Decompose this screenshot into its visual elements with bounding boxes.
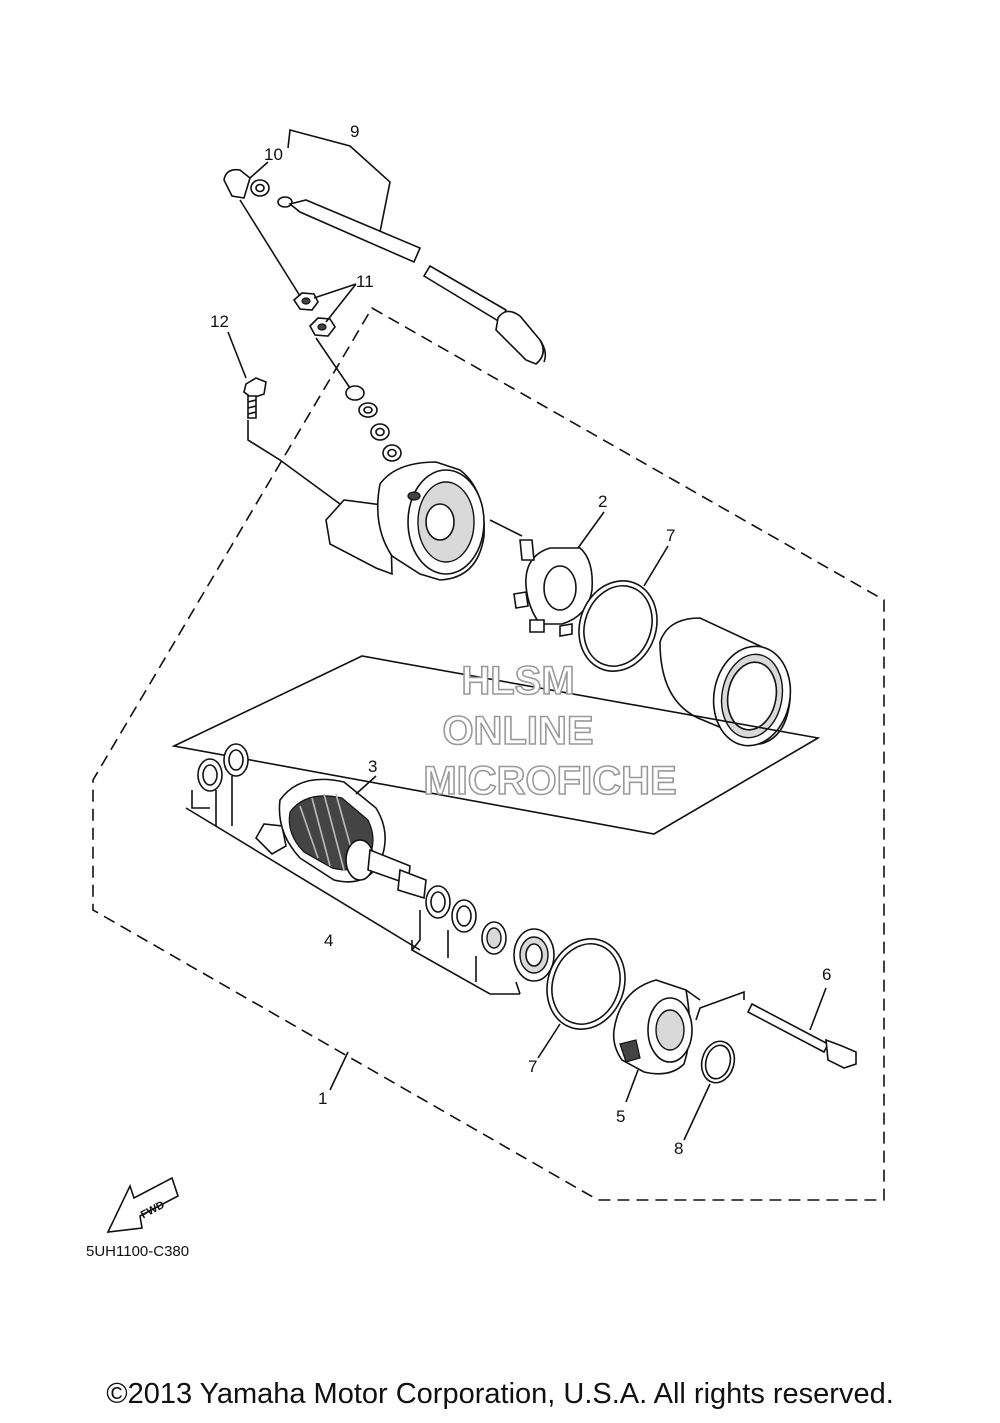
nuts [292, 292, 336, 337]
leader-2 [577, 511, 605, 549]
bolt-12 [243, 377, 267, 419]
leader-6 [809, 987, 827, 1031]
o-ring-lower [546, 938, 626, 1030]
callout-6: 6 [822, 965, 831, 984]
callout-8: 8 [674, 1139, 683, 1158]
brush-holder [513, 539, 594, 637]
callout-7-upper: 7 [666, 526, 675, 545]
front-housing [325, 461, 523, 581]
watermark-line1: HLSM [461, 659, 574, 703]
assembly-outline [92, 306, 885, 1201]
copyright-notice: ©2013 Yamaha Motor Corporation, U.S.A. A… [106, 1378, 894, 1410]
leader-3 [355, 775, 377, 795]
callout-5: 5 [616, 1107, 625, 1126]
callout-2: 2 [598, 492, 607, 511]
left-washers [197, 743, 249, 792]
callout-11: 11 [356, 272, 374, 291]
fwd-arrow-icon [106, 1176, 179, 1233]
o-ring-small [700, 1040, 736, 1084]
leader-7b [537, 1023, 561, 1059]
callout-10: 10 [264, 145, 283, 164]
leader-12 [227, 331, 341, 505]
leader-5 [625, 1069, 639, 1103]
leader-7a [643, 545, 669, 587]
through-bolt [695, 990, 857, 1069]
callout-9: 9 [350, 122, 359, 141]
terminal-washers [345, 385, 402, 462]
watermark-line2: ONLINE [442, 709, 593, 753]
leader-8 [683, 1083, 711, 1141]
callout-1: 1 [318, 1089, 327, 1108]
armature [255, 778, 427, 900]
yoke [659, 617, 792, 747]
right-washers [425, 885, 555, 982]
starter-cable [223, 168, 547, 365]
callout-12: 12 [210, 312, 229, 331]
leader-9 [287, 128, 391, 233]
leader-1 [329, 1051, 349, 1091]
leader-10 [239, 161, 301, 297]
rear-cover [612, 979, 701, 1075]
diagram-code: 5UH1100-C380 [86, 1243, 189, 1260]
watermark-line3: MICROFICHE [423, 759, 676, 803]
callout-4: 4 [324, 931, 333, 950]
o-ring-upper [578, 580, 658, 672]
callout-7-lower: 7 [528, 1057, 537, 1076]
leader-11 [313, 283, 357, 389]
armature-group-outline [171, 655, 821, 835]
callout-3: 3 [368, 757, 377, 776]
